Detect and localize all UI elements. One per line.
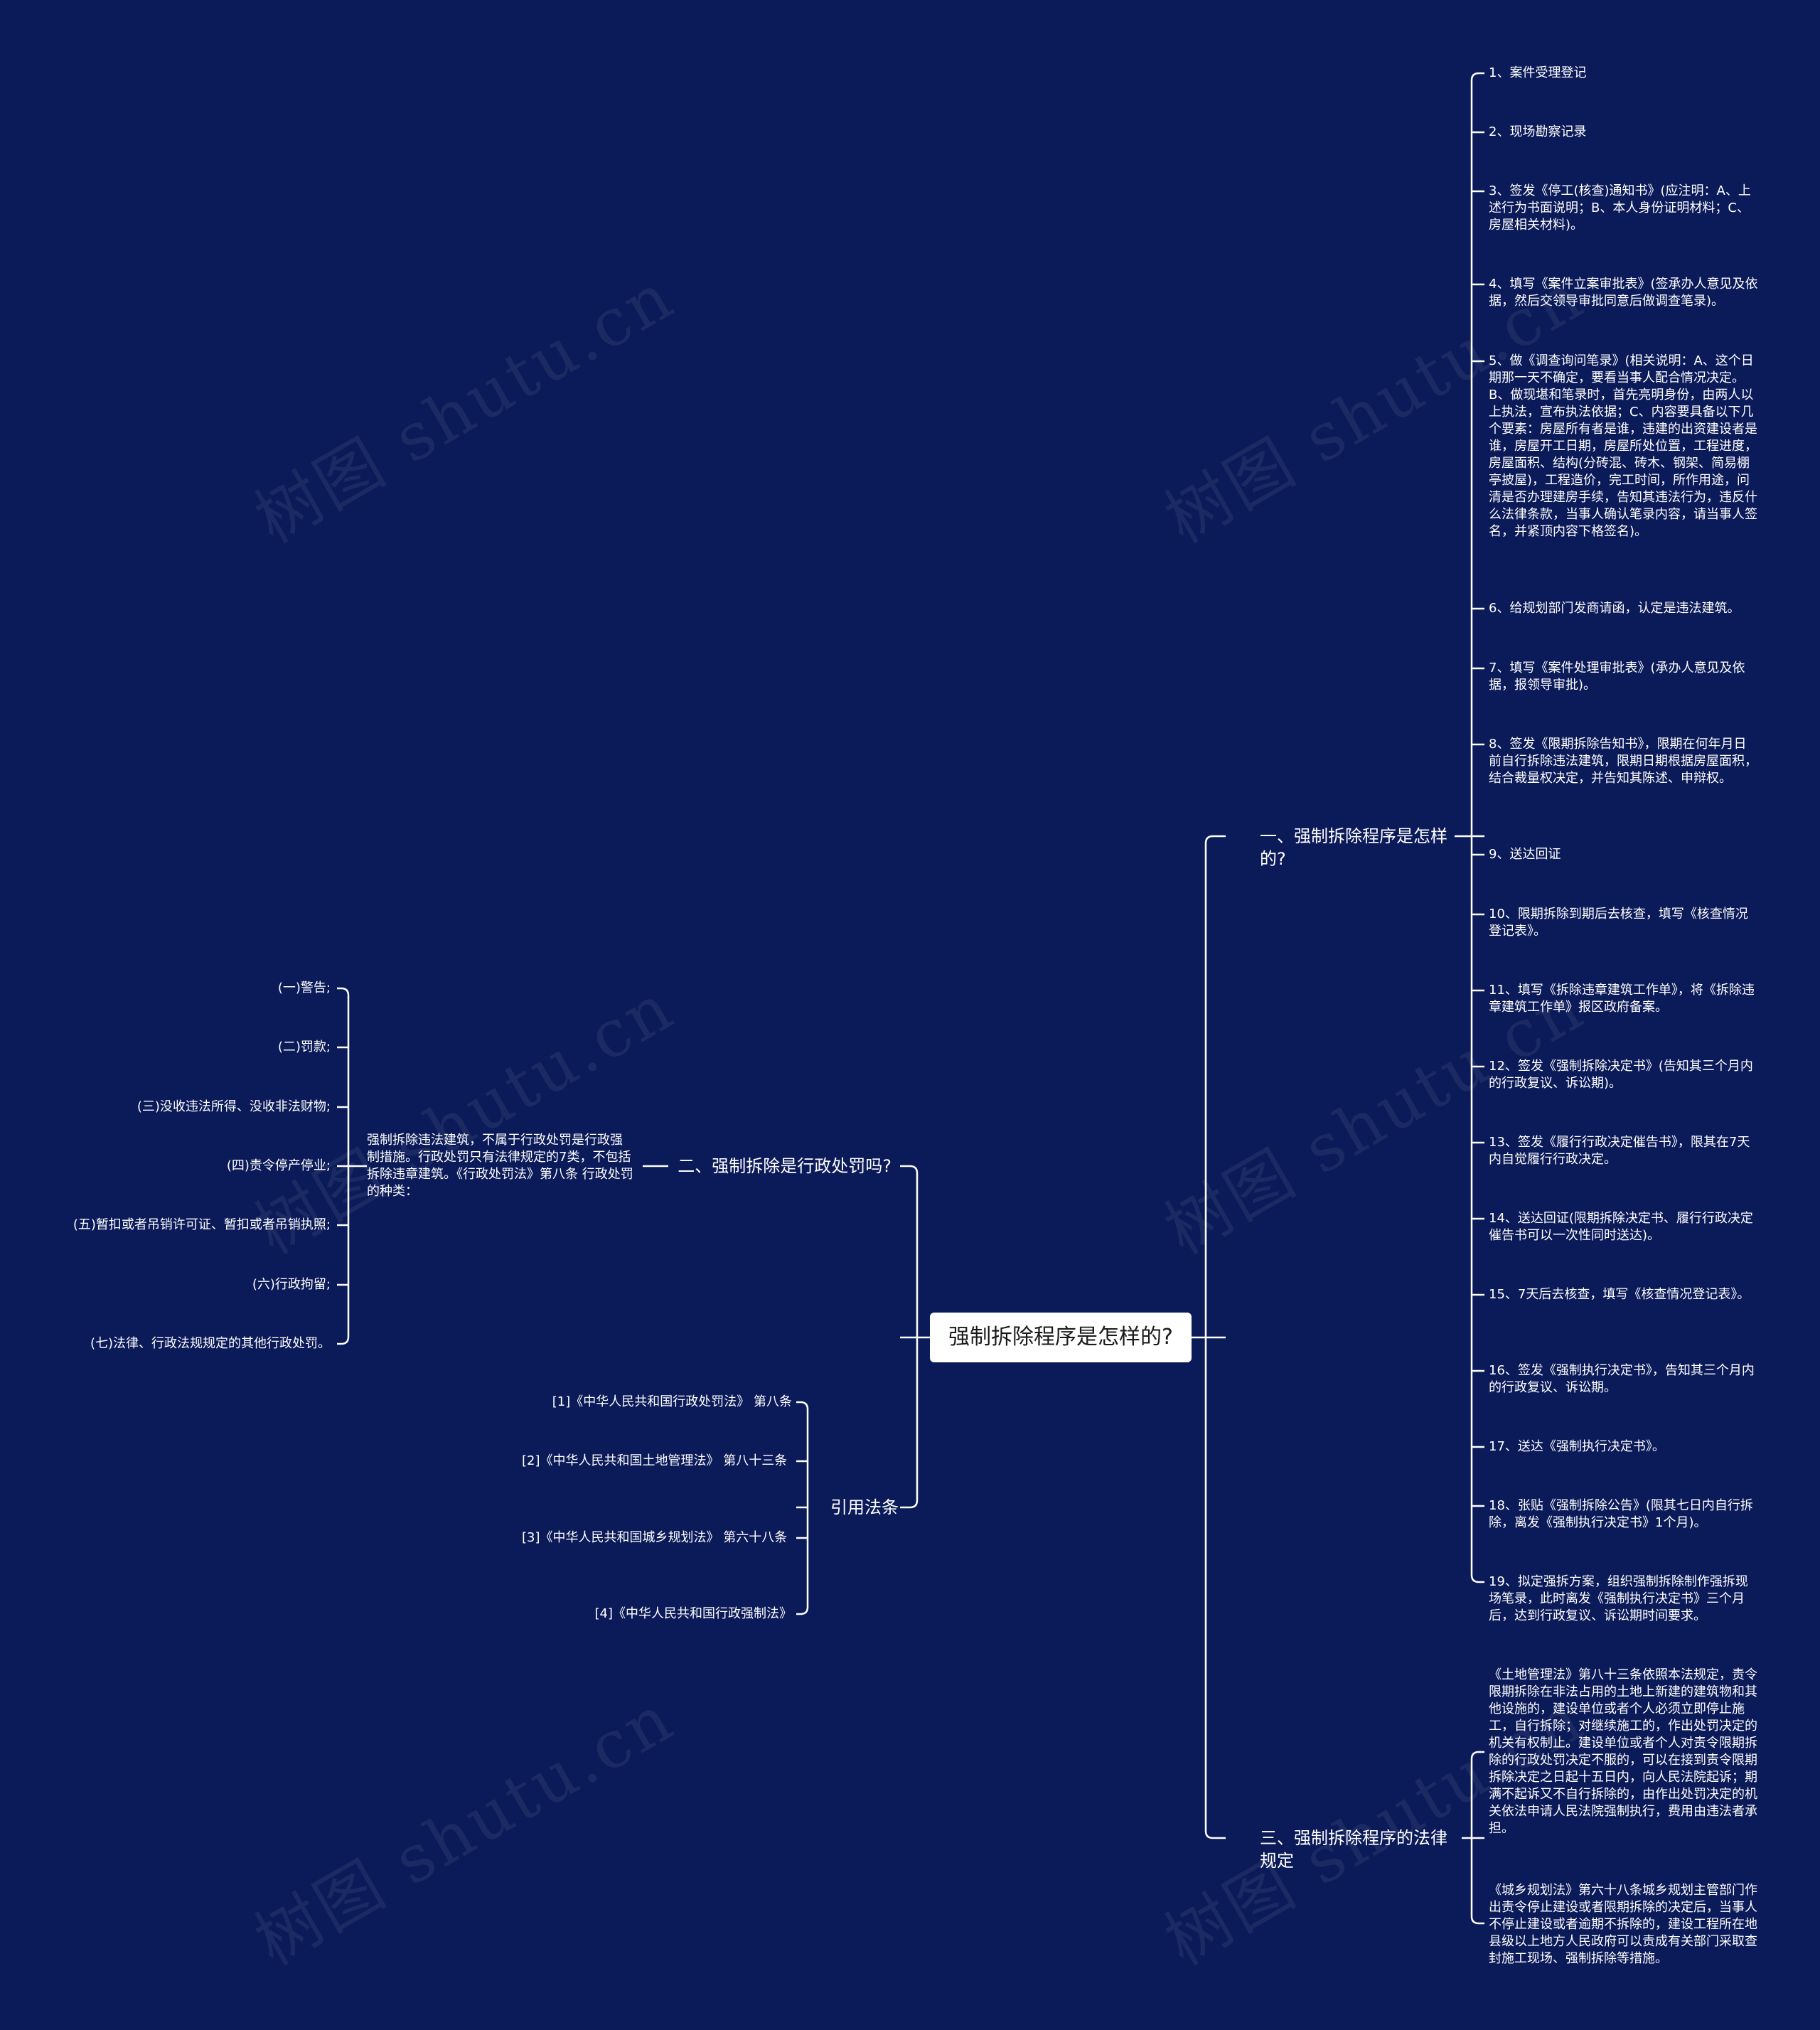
root-topic[interactable]: 强制拆除程序是怎样的?	[930, 1313, 1192, 1362]
procedure-step: 16、签发《强制执行决定书》，告知其三个月内的行政复议、诉讼期。	[1489, 1363, 1755, 1395]
procedure-step: 5、做《调查询问笔录》(相关说明：A、这个日期那一天不确定，要看当事人配合情况决…	[1489, 353, 1757, 539]
procedure-step: 1、案件受理登记	[1489, 65, 1587, 80]
penalty-kind: (一)警告;	[277, 981, 331, 995]
reference-item: [4]《中华人民共和国行政强制法》	[594, 1606, 793, 1621]
branch-law-title[interactable]: 三、强制拆除程序的法律规定	[1260, 1828, 1447, 1871]
law-item: 《城乡规划法》第六十八条城乡规划主管部门作出责令停止建设或者限期拆除的决定后，当…	[1489, 1883, 1757, 1966]
procedure-step: 4、填写《案件立案审批表》(签承办人意见及依据，然后交领导审批同意后做调查笔录)…	[1489, 277, 1758, 309]
reference-item: [3]《中华人民共和国城乡规划法》 第六十八条	[522, 1530, 788, 1545]
penalty-kind: (七)法律、行政法规规定的其他行政处罚。	[90, 1336, 331, 1351]
procedure-step: 8、签发《限期拆除告知书》，限期在何年月日前自行拆除违法建筑，限期日期根据房屋面…	[1489, 737, 1757, 786]
procedure-step: 18、张贴《强制拆除公告》(限其七日内自行拆除，离发《强制执行决定书》1个月)。	[1489, 1498, 1753, 1530]
procedure-step: 7、填写《案件处理审批表》(承办人意见及依据，报领导审批)。	[1489, 661, 1745, 693]
procedure-step: 9、送达回证	[1489, 847, 1561, 862]
procedure-step: 12、签发《强制拆除决定书》(告知其三个月内的行政复议、诉讼期)。	[1489, 1059, 1753, 1091]
procedure-step: 15、7天后去核查，填写《核查情况登记表》。	[1489, 1287, 1750, 1302]
procedure-step: 13、签发《履行行政决定催告书》，限其在7天内自觉履行行政决定。	[1489, 1135, 1750, 1167]
branch-penalty-title[interactable]: 二、强制拆除是行政处罚吗?	[678, 1156, 892, 1176]
penalty-kind: (二)罚款;	[277, 1040, 331, 1054]
procedure-step: 3、签发《停工(核查)通知书》(应注明：A、上述行为书面说明；B、本人身份证明材…	[1489, 183, 1751, 233]
procedure-step: 14、送达回证(限期拆除决定书、履行行政决定催告书可以一次性同时送达)。	[1489, 1211, 1753, 1243]
branch-refs-title[interactable]: 引用法条	[830, 1497, 899, 1517]
branch-procedure-title[interactable]: 一、强制拆除程序是怎样的?	[1260, 826, 1447, 869]
reference-item: [1]《中华人民共和国行政处罚法》 第八条	[552, 1394, 792, 1409]
refs-bracket	[796, 1401, 809, 1615]
penalty-kind: (三)没收违法所得、没收非法财物;	[136, 1099, 331, 1114]
procedure-step: 10、限期拆除到期后去核查，填写《核查情况登记表》。	[1489, 907, 1748, 939]
penalty-summary: 强制拆除违法建筑，不属于行政处罚是行政强制措施。行政处罚只有法律规定的7类，不包…	[367, 1133, 633, 1199]
law-item: 《土地管理法》第八十三条依照本法规定，责令限期拆除在非法占用的土地上新建的建筑物…	[1489, 1667, 1757, 1836]
procedure-step: 6、给规划部门发商请函，认定是违法建筑。	[1489, 601, 1740, 616]
procedure-step: 19、拟定强拆方案，组织强制拆除制作强拆现场笔录，此时离发《强制执行决定书》三个…	[1489, 1574, 1748, 1623]
penalty-kind: (四)责令停产停业;	[226, 1158, 331, 1173]
penalty-kind: (六)行政拘留;	[252, 1277, 331, 1292]
procedure-step: 17、送达《强制执行决定书》。	[1489, 1439, 1665, 1454]
procedure-bracket	[1470, 72, 1484, 1583]
procedure-step: 2、现场勘察记录	[1489, 124, 1587, 139]
reference-item: [2]《中华人民共和国土地管理法》 第八十三条	[522, 1453, 788, 1468]
procedure-step: 11、填写《拆除违章建筑工作单》，将《拆除违章建筑工作单》报区政府备案。	[1489, 983, 1755, 1015]
penalty-kind: (五)暂扣或者吊销许可证、暂扣或者吊销执照;	[73, 1217, 331, 1232]
